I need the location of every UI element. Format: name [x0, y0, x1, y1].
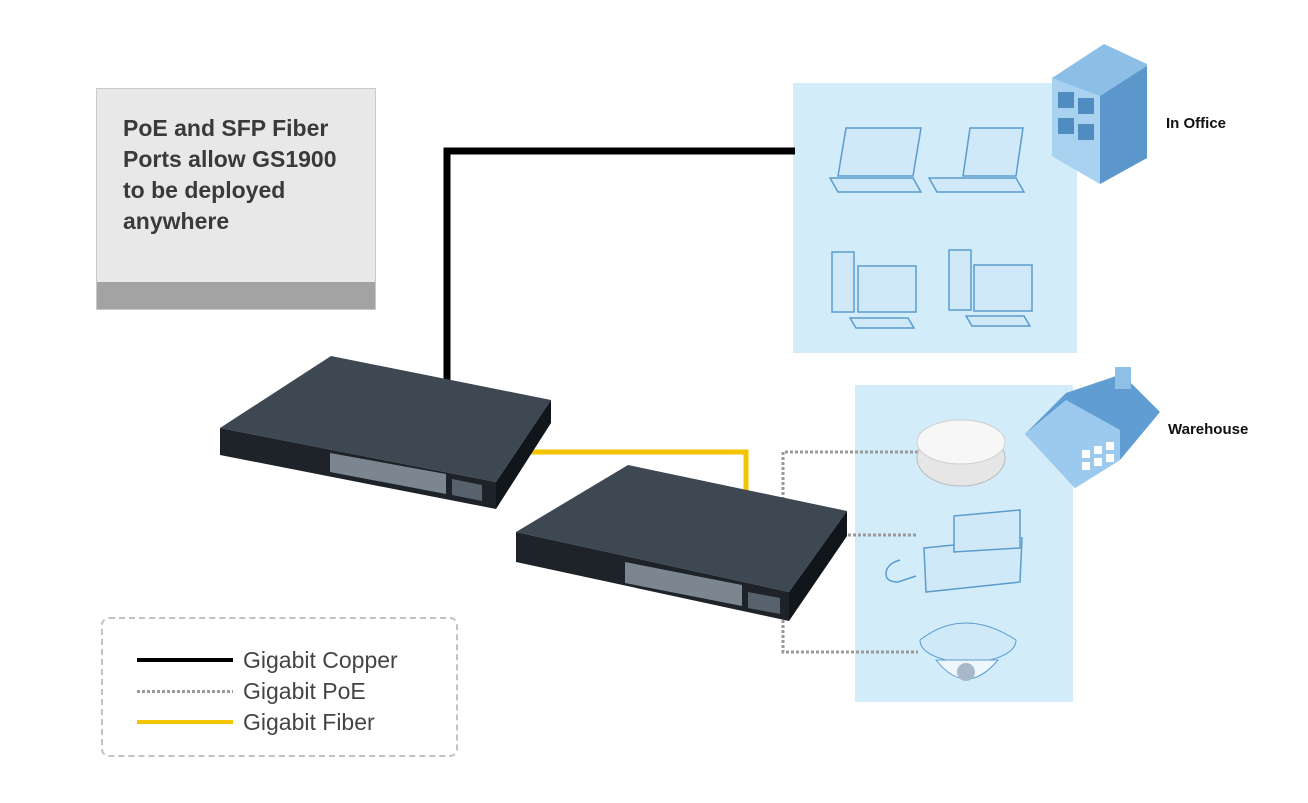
legend-swatch-poe: [137, 690, 233, 693]
callout-footer-bar: [97, 282, 375, 309]
legend-swatch-fiber: [137, 720, 233, 724]
desktop-computer-icon: [831, 251, 917, 329]
info-callout: PoE and SFP Fiber Ports allow GS1900 to …: [96, 88, 376, 310]
legend-swatch-copper: [137, 658, 233, 662]
copper-link: [443, 147, 795, 380]
legend-item-copper: Gigabit Copper: [137, 645, 437, 675]
warehouse-house-icon: [1025, 367, 1160, 488]
fiber-link: [528, 449, 749, 495]
legend-label-poe: Gigabit PoE: [243, 678, 366, 704]
desktop-computer-icon: [948, 249, 1033, 327]
legend-label-fiber: Gigabit Fiber: [243, 709, 375, 735]
switch-2-ports: [625, 562, 742, 606]
office-label: In Office: [1166, 115, 1227, 132]
switch-1-ports: [330, 453, 446, 494]
legend-item-fiber: Gigabit Fiber: [137, 707, 437, 737]
laptop-icon: [828, 127, 923, 193]
callout-text: PoE and SFP Fiber Ports allow GS1900 to …: [123, 115, 337, 234]
legend-item-poe: Gigabit PoE: [137, 676, 437, 706]
warehouse-label: Warehouse: [1168, 421, 1249, 438]
switch-2: [516, 465, 847, 621]
access-point-icon: [916, 419, 1006, 487]
office-building-icon: [1052, 44, 1147, 184]
switch-1: [220, 356, 551, 509]
legend-label-copper: Gigabit Copper: [243, 647, 398, 673]
laptop-icon: [927, 127, 1026, 193]
dome-camera-icon: [919, 622, 1017, 681]
ip-phone-icon: [885, 509, 1023, 593]
legend: Gigabit Copper Gigabit PoE Gigabit Fiber: [101, 617, 458, 757]
